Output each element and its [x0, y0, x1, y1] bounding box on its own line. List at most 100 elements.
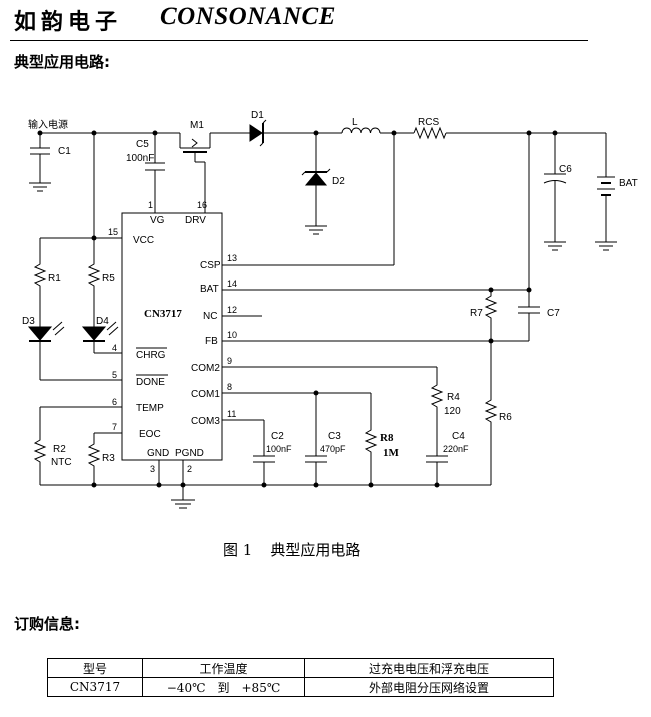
label-c2: C2: [271, 431, 284, 442]
ic-left-pin-wires: [39, 133, 122, 442]
junction-dot: [156, 482, 162, 488]
header-rule: [10, 40, 588, 41]
pin-number-10: 10: [227, 330, 237, 340]
label-r3: R3: [102, 453, 115, 464]
capacitor-c7: [518, 290, 540, 341]
led-d3: [27, 320, 65, 342]
brand-chinese: 如韵电子: [14, 9, 123, 35]
pin-number-9: 9: [227, 356, 232, 366]
label-r8-value: 1M: [383, 447, 400, 459]
label-ntc: NTC: [51, 457, 72, 468]
pin-label-chrg: CHRG: [136, 350, 166, 361]
label-rcs: RCS: [418, 117, 439, 128]
pin-label-done: DONE: [136, 377, 165, 388]
resistor-rcs: [413, 126, 447, 140]
brand-english: CONSONANCE: [160, 3, 336, 30]
pin-label-gnd: GND: [147, 448, 169, 459]
label-c2-value: 100nF: [266, 444, 292, 454]
figure-caption: 图 1 典型应用电路: [223, 539, 360, 560]
table-cell: 外部电阻分压网络设置: [304, 677, 554, 697]
label-c3: C3: [328, 431, 341, 442]
pin-number-15: 15: [108, 227, 118, 237]
pin-label-vcc: VCC: [133, 235, 154, 246]
mosfet-m1: [179, 133, 211, 213]
label-r1: R1: [48, 273, 61, 284]
label-d3: D3: [22, 316, 35, 327]
ic-part-number: CN3717: [144, 308, 182, 320]
ic-cn3717-body: [121, 212, 223, 461]
junction-dot: [91, 235, 97, 241]
led-d4: [81, 320, 119, 353]
pin-number-13: 13: [227, 253, 237, 263]
label-r4-value: 120: [444, 406, 461, 417]
table-header-row: 型号 工作温度 过充电电压和浮充电压: [47, 658, 554, 678]
label-r7: R7: [470, 308, 483, 319]
label-d4: D4: [96, 316, 109, 327]
capacitor-c3: [305, 393, 327, 485]
pin-number-16: 16: [197, 200, 207, 210]
section-title-ordering: 订购信息:: [14, 615, 80, 633]
figure-title: 典型应用电路: [270, 541, 361, 559]
resistor-r4: [430, 367, 444, 456]
table-header-cell: 型号: [47, 658, 143, 678]
pin-label-csp: CSP: [200, 260, 221, 271]
pin-label-fb: FB: [205, 336, 218, 347]
pin-number-5: 5: [112, 370, 117, 380]
label-d2: D2: [332, 176, 345, 187]
capacitor-c2: [253, 420, 275, 485]
pin-number-7: 7: [112, 422, 117, 432]
section-title-typical-application: 典型应用电路:: [14, 53, 110, 71]
pin-label-com3: COM3: [191, 416, 220, 427]
label-c3-value: 470pF: [320, 444, 346, 454]
label-bat-battery: BAT: [619, 178, 638, 189]
label-r4: R4: [447, 392, 460, 403]
resistor-r1: [33, 262, 47, 320]
resistor-r5: [87, 262, 101, 320]
table-row: CN3717 −40℃ 到 +85℃ 外部电阻分压网络设置: [47, 677, 554, 697]
pin-number-1: 1: [148, 200, 153, 210]
label-input-power: 输入电源: [28, 118, 68, 131]
table-header-cell: 工作温度: [142, 658, 305, 678]
pin-label-pgnd: PGND: [175, 448, 204, 459]
pin-number-4: 4: [112, 343, 117, 353]
inductor-l: [341, 127, 381, 134]
capacitor-c6: [543, 133, 567, 251]
label-c4-value: 220nF: [443, 444, 469, 454]
capacitor-c4: [426, 455, 448, 485]
pin-label-drv: DRV: [185, 215, 206, 226]
diode-d2: [301, 133, 331, 235]
resistor-r6: [484, 341, 498, 485]
pin-label-temp: TEMP: [136, 403, 164, 414]
label-c5-value: 100nF: [126, 153, 154, 164]
resistor-r7: [484, 290, 498, 341]
table-header-cell: 过充电电压和浮充电压: [304, 658, 554, 678]
resistor-r2-ntc: [33, 438, 47, 485]
diode-d1: [249, 119, 267, 147]
table-cell: CN3717: [47, 677, 143, 697]
pin-label-com1: COM1: [191, 389, 220, 400]
battery-bat: [595, 133, 617, 251]
pin-number-8: 8: [227, 382, 232, 392]
label-c4: C4: [452, 431, 465, 442]
label-r2: R2: [53, 444, 66, 455]
label-d1: D1: [251, 110, 264, 121]
junction-dot: [91, 482, 97, 488]
junction-dot: [180, 482, 186, 488]
ordering-table: 型号 工作温度 过充电电压和浮充电压 CN3717 −40℃ 到 +85℃ 外部…: [47, 658, 554, 697]
label-c7: C7: [547, 308, 560, 319]
pin-label-com2: COM2: [191, 363, 220, 374]
pin-label-eoc: EOC: [139, 429, 161, 440]
pin-label-nc: NC: [203, 311, 217, 322]
label-r5: R5: [102, 273, 115, 284]
label-l: L: [352, 117, 358, 128]
label-c6: C6: [559, 164, 572, 175]
pin-label-bat: BAT: [200, 284, 219, 295]
figure-number: 图 1: [223, 541, 253, 559]
capacitor-c1: [29, 133, 51, 192]
pin-number-6: 6: [112, 397, 117, 407]
pin-label-vg: VG: [150, 215, 165, 226]
label-r8: R8: [380, 432, 394, 444]
resistor-r8: [364, 393, 378, 485]
pin-number-14: 14: [227, 279, 237, 289]
